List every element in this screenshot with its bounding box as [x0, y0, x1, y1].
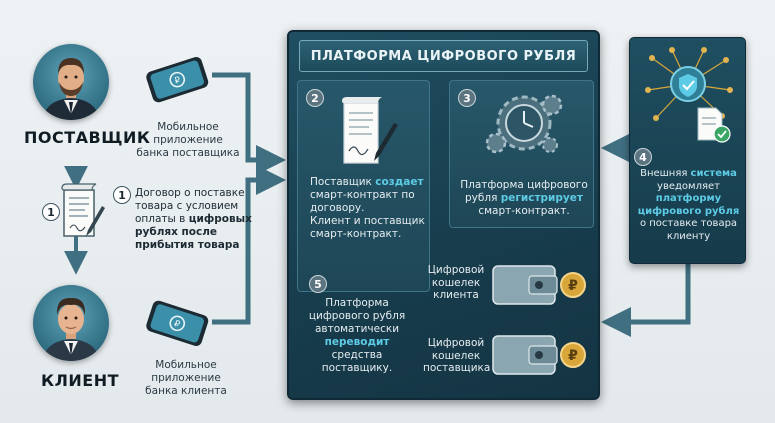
client-phone: ₽	[140, 295, 212, 357]
network-shield-icon	[642, 46, 734, 150]
step-1-badge: 1	[113, 186, 131, 204]
step-2-text: Поставщик создает смарт-контракт по дого…	[310, 176, 425, 240]
step-2-panel: 2 Поставщик создает смарт-контракт по до…	[297, 80, 430, 292]
external-system-panel: 4 Внешняя система уведомляет платформу ц…	[629, 37, 746, 264]
smart-contract-icon	[334, 93, 402, 175]
wallet-supplier-icon: ₽	[489, 330, 589, 384]
step-3-panel: 3 Платформа цифрового рубля регистрирует…	[449, 80, 594, 228]
wallet-client-label: Цифровой кошелек клиента	[427, 264, 485, 301]
contract-icon	[58, 182, 110, 248]
step-3-text: Платформа цифрового рубля регистрирует с…	[460, 179, 588, 217]
gears-clock-icon	[484, 87, 566, 167]
contract-description: Договор о поставке товара с условием опл…	[135, 187, 252, 251]
supplier-phone: ₽	[140, 50, 212, 112]
svg-text:₽: ₽	[173, 319, 182, 330]
step-5-text: Платформа цифрового рубля автоматически …	[308, 297, 406, 374]
arrow-external-return	[601, 264, 691, 337]
client-avatar	[33, 285, 109, 361]
wallet-supplier-label: Цифровой кошелек поставщика	[423, 337, 491, 374]
step-1-left-badge: 1	[42, 203, 60, 221]
supplier-avatar	[33, 44, 109, 120]
step-4-badge: 4	[634, 148, 652, 166]
ruble-coin-icon: ₽	[568, 348, 578, 364]
step-3-badge: 3	[458, 89, 476, 107]
wallet-client-icon: ₽	[489, 260, 589, 314]
supplier-app-caption: Мобильное приложение банка поставщика	[136, 121, 240, 159]
step-5-badge: 5	[309, 275, 327, 293]
supplier-role-label: ПОСТАВЩИК	[24, 128, 151, 147]
step-4-text: Внешняя система уведомляет платформу циф…	[637, 168, 740, 242]
digital-ruble-platform: ПЛАТФОРМА ЦИФРОВОГО РУБЛЯ 2 Поставщик со…	[287, 30, 600, 400]
ruble-coin-icon: ₽	[568, 278, 578, 294]
step-2-badge: 2	[306, 89, 324, 107]
platform-title: ПЛАТФОРМА ЦИФРОВОГО РУБЛЯ	[299, 40, 588, 72]
client-role-label: КЛИЕНТ	[41, 371, 119, 390]
client-app-caption: Мобильное приложение банка клиента	[145, 359, 227, 397]
ruble-phone-icon: ₽	[173, 75, 182, 86]
